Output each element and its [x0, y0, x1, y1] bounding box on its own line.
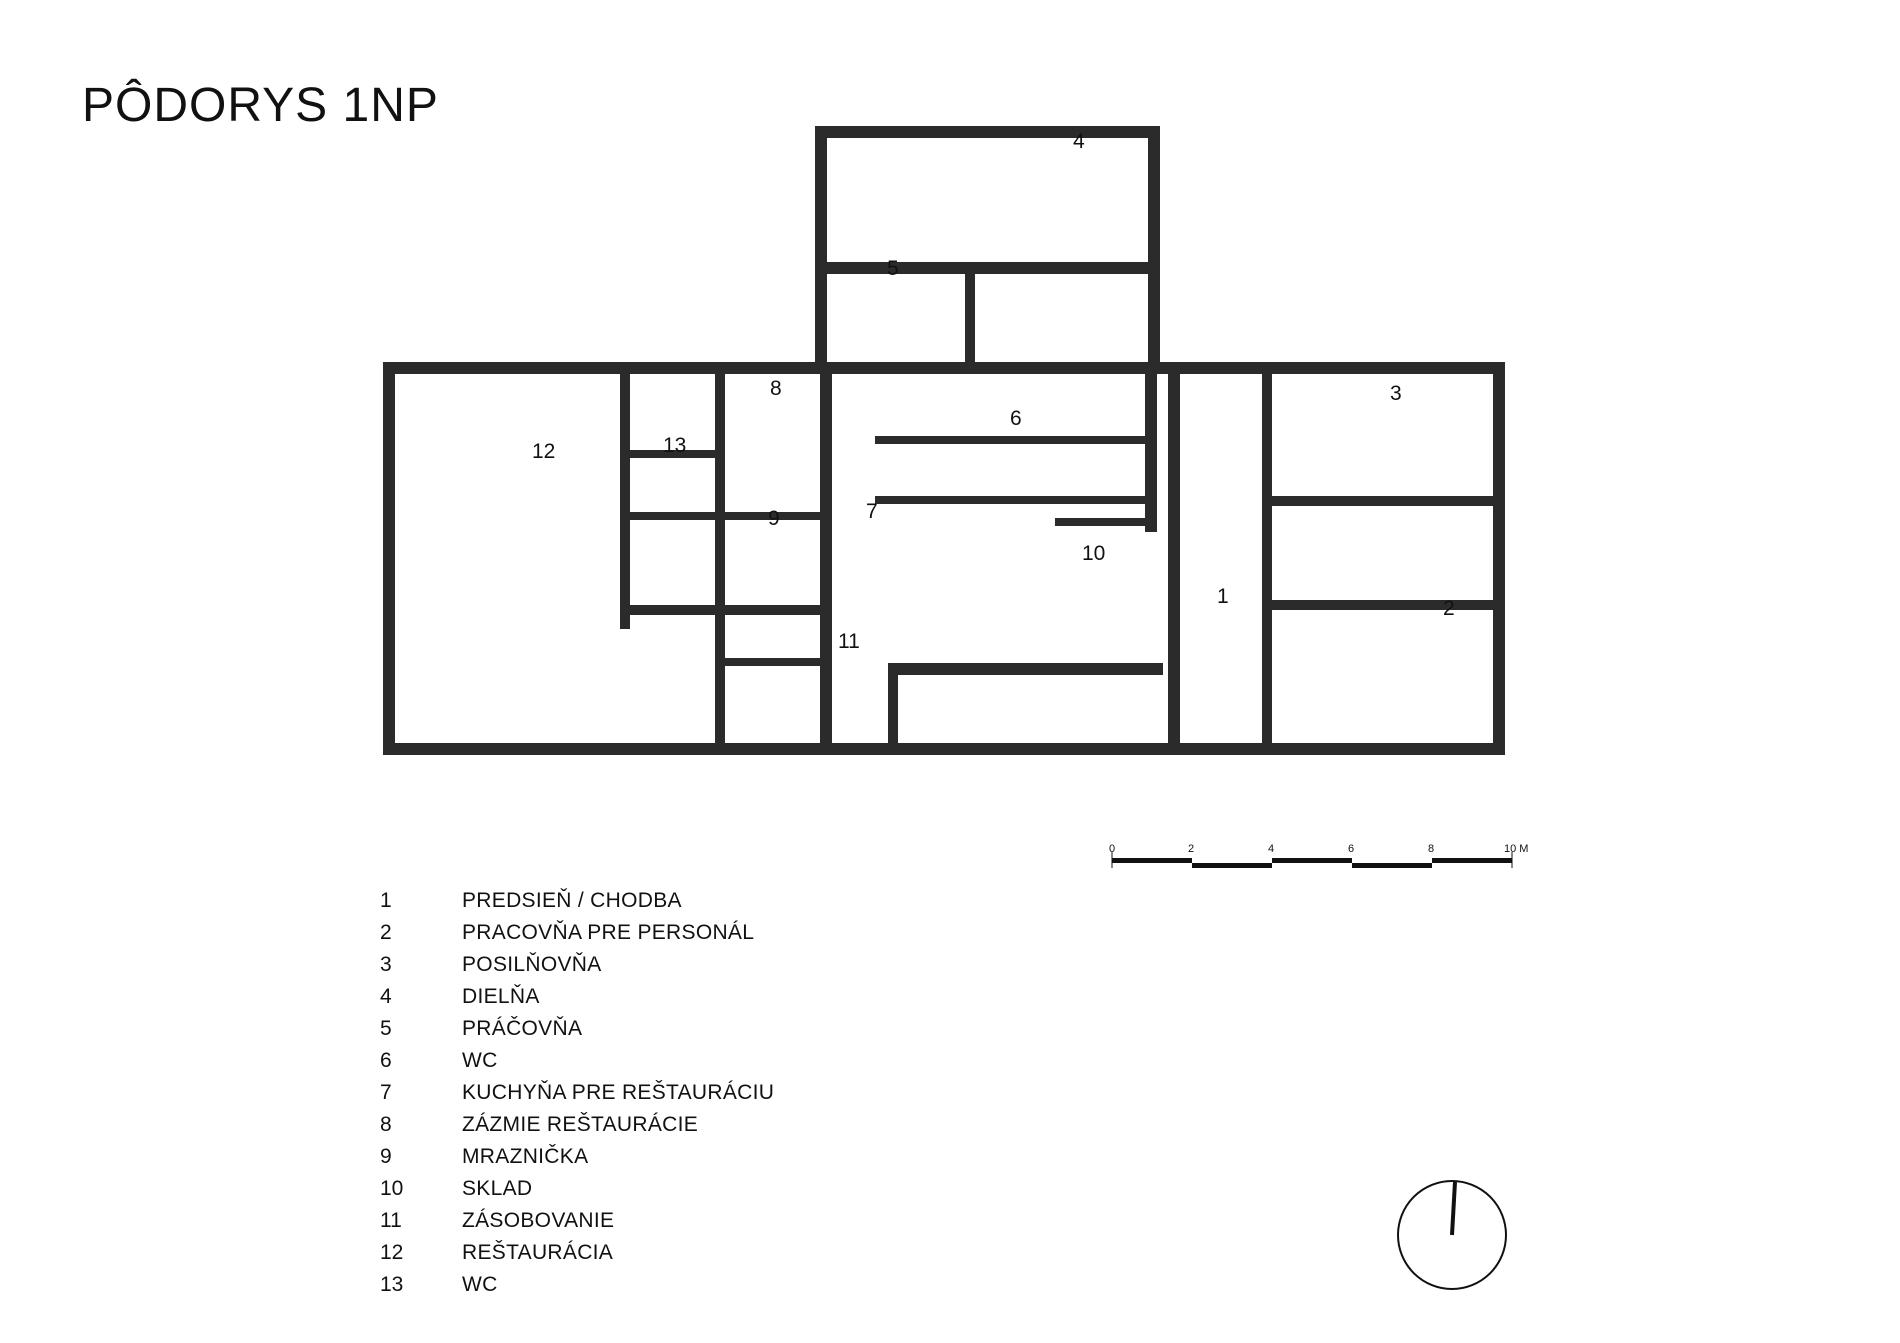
room-legend: 1 PREDSIEŇ / CHODBA 2 PRACOVŇA PRE PERSONÁL… [380, 885, 774, 1301]
room-number-2: 2 [1443, 597, 1455, 620]
legend-room-name: PRACOVŇA PRE PERSONÁL [462, 921, 755, 944]
scale-label-4: 4 [1268, 843, 1274, 855]
scale-label-10m: 10 M [1504, 843, 1528, 855]
legend-number: 11 [380, 1209, 402, 1232]
scale-label-8: 8 [1428, 843, 1434, 855]
legend-row: 11 ZÁSOBOVANIE [380, 1205, 774, 1237]
scale-bar: 0 2 4 6 8 10 M [1109, 843, 1528, 868]
legend-row: 13 WC [380, 1269, 774, 1301]
legend-number: 2 [380, 921, 392, 944]
legend-number: 3 [380, 953, 392, 976]
legend-number: 10 [380, 1177, 404, 1200]
legend-row: 1 PREDSIEŇ / CHODBA [380, 885, 774, 917]
legend-number: 9 [380, 1145, 392, 1168]
legend-number: 4 [380, 985, 392, 1008]
room-number-1: 1 [1217, 585, 1229, 608]
legend-number: 6 [380, 1049, 392, 1072]
legend-row: 2 PRACOVŇA PRE PERSONÁL [380, 917, 774, 949]
legend-row: 3 POSILŇOVŇA [380, 949, 774, 981]
plan-walls [383, 126, 1505, 755]
legend-number: 12 [380, 1241, 404, 1264]
legend-room-name: REŠTAURÁCIA [462, 1241, 614, 1264]
north-arrow-icon [1397, 1180, 1507, 1290]
legend-room-name: ZÁSOBOVANIE [462, 1209, 615, 1232]
legend-row: 12 REŠTAURÁCIA [380, 1237, 774, 1269]
room-number-5: 5 [887, 257, 899, 280]
legend-room-name: WC [462, 1049, 498, 1072]
room-number-6: 6 [1010, 407, 1022, 430]
room-number-7: 7 [866, 500, 878, 523]
legend-row: 6 WC [380, 1045, 774, 1077]
legend-number: 8 [380, 1113, 392, 1136]
legend-number: 7 [380, 1081, 392, 1104]
room-number-8: 8 [770, 377, 782, 400]
legend-number: 13 [380, 1273, 404, 1296]
page-title: PÔDORYS 1NP [82, 79, 439, 132]
room-numbers: 4 5 8 6 3 13 12 9 7 10 1 2 11 [532, 130, 1455, 653]
room-number-12: 12 [532, 440, 555, 463]
legend-number: 5 [380, 1017, 392, 1040]
legend-number: 1 [380, 889, 392, 912]
legend-room-name: KUCHYŇA PRE REŠTAURÁCIU [462, 1081, 775, 1104]
legend-room-name: MRAZNIČKA [462, 1145, 589, 1168]
scale-label-2: 2 [1188, 843, 1194, 855]
scale-label-0: 0 [1109, 843, 1115, 855]
legend-room-name: DIELŇA [462, 985, 540, 1008]
legend-room-name: PREDSIEŇ / CHODBA [462, 889, 682, 912]
room-number-10: 10 [1082, 542, 1105, 565]
room-number-13: 13 [663, 434, 686, 457]
room-number-4: 4 [1073, 130, 1085, 153]
room-number-11: 11 [838, 630, 860, 653]
room-number-9: 9 [768, 507, 780, 530]
legend-row: 8 ZÁZMIE REŠTAURÁCIE [380, 1109, 774, 1141]
legend-row: 5 PRÁČOVŇA [380, 1013, 774, 1045]
legend-room-name: SKLAD [462, 1177, 533, 1200]
legend-room-name: POSILŇOVŇA [462, 953, 602, 976]
legend-room-name: WC [462, 1273, 498, 1296]
legend-row: 9 MRAZNIČKA [380, 1141, 774, 1173]
scale-label-6: 6 [1348, 843, 1354, 855]
legend-row: 4 DIELŇA [380, 981, 774, 1013]
legend-row: 7 KUCHYŇA PRE REŠTAURÁCIU [380, 1077, 774, 1109]
legend-room-name: PRÁČOVŇA [462, 1017, 583, 1040]
legend-room-name: ZÁZMIE REŠTAURÁCIE [462, 1113, 699, 1136]
legend-row: 10 SKLAD [380, 1173, 774, 1205]
room-number-3: 3 [1390, 382, 1402, 405]
